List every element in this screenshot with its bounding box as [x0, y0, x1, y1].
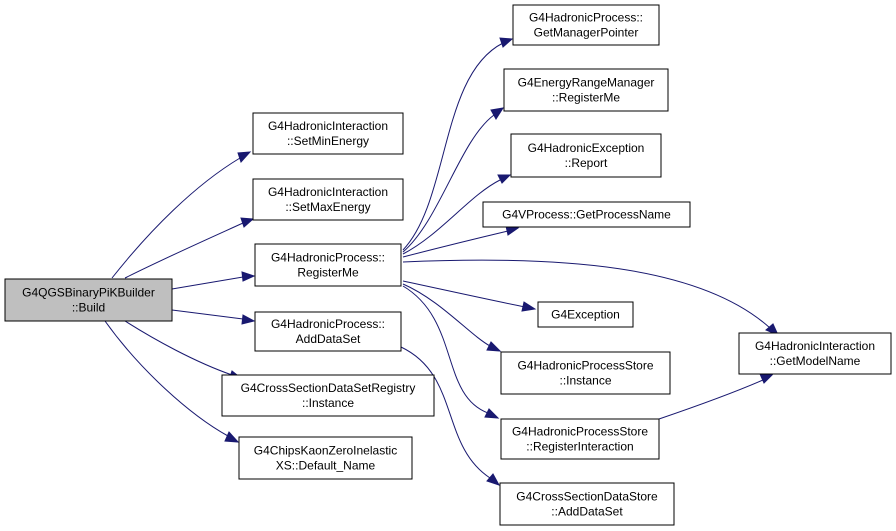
node-box — [503, 68, 669, 112]
edge-adddataset-datastore — [400, 346, 501, 486]
node-label-line: ::Build — [72, 301, 105, 315]
node-label-line: ::SetMaxEnergy — [285, 200, 370, 214]
node-box — [738, 332, 892, 375]
edge-registerme-processstore-instance — [402, 283, 502, 352]
node-getprocessname[interactable]: G4VProcess::GetProcessName — [482, 201, 691, 228]
edge-processstore-register-getmodelname — [658, 373, 774, 420]
edge-build-chipsxs — [104, 320, 240, 443]
node-box — [512, 4, 660, 46]
node-label-line: G4HadronicInteraction — [268, 185, 388, 199]
node-label-line: ::RegisterMe — [552, 91, 620, 105]
node-setminenergy[interactable]: G4HadronicInteraction::SetMinEnergy — [252, 112, 404, 155]
node-label-line: G4VProcess::GetProcessName — [502, 208, 671, 222]
edge-registerme-getprocessname — [402, 225, 520, 258]
node-label-line: G4HadronicProcessStore — [517, 359, 653, 373]
node-box — [221, 374, 435, 417]
node-csdsregistry-instance[interactable]: G4CrossSectionDataSetRegistry::Instance — [221, 374, 435, 417]
edge-registerme-exception — [402, 280, 537, 312]
node-g4exception[interactable]: G4Exception — [537, 301, 634, 328]
node-box — [252, 178, 404, 221]
node-adddataset[interactable]: G4HadronicProcess::AddDataSet — [254, 311, 402, 352]
node-label-line: ::Instance — [302, 396, 354, 410]
node-box — [482, 201, 691, 228]
node-setmaxenergy[interactable]: G4HadronicInteraction::SetMaxEnergy — [252, 178, 404, 221]
node-label-line: G4CrossSectionDataSetRegistry — [241, 381, 416, 395]
node-box — [4, 278, 173, 322]
node-processstore-registerinteraction[interactable]: G4HadronicProcessStore::RegisterInteract… — [500, 418, 660, 460]
node-label-line: G4EnergyRangeManager — [518, 76, 655, 90]
node-label-line: G4HadronicInteraction — [268, 119, 388, 133]
node-label-line: RegisterMe — [297, 266, 359, 280]
node-label-line: G4ChipsKaonZeroInelastic — [254, 444, 397, 458]
node-energyrangemanager-registerme[interactable]: G4EnergyRangeManager::RegisterMe — [503, 68, 669, 112]
node-label-line: G4HadronicProcessStore — [512, 425, 648, 439]
node-label-line: ::Report — [565, 156, 608, 170]
edge-registerme-hadronicexception — [402, 174, 512, 255]
node-box — [238, 436, 413, 480]
edge-build-csdsregistry — [124, 320, 244, 381]
node-box — [500, 351, 671, 395]
edge-registerme-energyrangemanager — [402, 107, 505, 253]
node-box — [254, 243, 402, 287]
node-label-line: ::Instance — [559, 374, 611, 388]
node-label-line: G4HadronicProcess:: — [529, 11, 643, 25]
node-label-line: AddDataSet — [296, 332, 361, 346]
node-processstore-instance[interactable]: G4HadronicProcessStore::Instance — [500, 351, 671, 395]
node-crosssectiondatastore-adddataset[interactable]: G4CrossSectionDataStore::AddDataSet — [499, 482, 675, 526]
node-label-line: G4HadronicInteraction — [755, 339, 875, 353]
node-g4qgsbinarypikbuilder-build[interactable]: G4QGSBinaryPiKBuilder::Build — [4, 278, 173, 322]
node-getmodelname[interactable]: G4HadronicInteraction::GetModelName — [738, 332, 892, 375]
node-hadronicexception-report[interactable]: G4HadronicException::Report — [510, 133, 662, 178]
node-registerme[interactable]: G4HadronicProcess::RegisterMe — [254, 243, 402, 287]
node-label-line: G4HadronicProcess:: — [271, 317, 385, 331]
edge-build-setmaxenergy — [124, 217, 255, 279]
node-label-line: ::SetMinEnergy — [287, 134, 369, 148]
node-label-line: ::RegisterInteraction — [526, 440, 633, 454]
node-box — [537, 301, 634, 328]
node-getmanagerpointer[interactable]: G4HadronicProcess::GetManagerPointer — [512, 4, 660, 46]
edge-build-adddataset — [171, 309, 256, 325]
node-label-line: G4HadronicProcess:: — [271, 251, 385, 265]
node-box — [510, 133, 662, 178]
edge-registerme-processstore-register — [402, 285, 500, 419]
edge-registerme-getmanagerpointer — [402, 37, 514, 251]
node-box — [252, 112, 404, 155]
node-box — [499, 482, 675, 526]
node-box — [500, 418, 660, 460]
node-label-line: G4QGSBinaryPiKBuilder — [22, 286, 155, 300]
node-label-line: XS::Default_Name — [276, 459, 376, 473]
node-label-line: G4HadronicException — [528, 141, 645, 155]
node-label-line: ::AddDataSet — [551, 505, 623, 519]
edge-build-registerme — [171, 271, 256, 290]
node-box — [254, 311, 402, 352]
node-label-line: G4Exception — [551, 308, 620, 322]
edge-build-setminenergy — [111, 151, 252, 279]
node-label-line: GetManagerPointer — [534, 26, 639, 40]
node-label-line: G4CrossSectionDataStore — [516, 490, 658, 504]
node-label-line: ::GetModelName — [770, 354, 861, 368]
